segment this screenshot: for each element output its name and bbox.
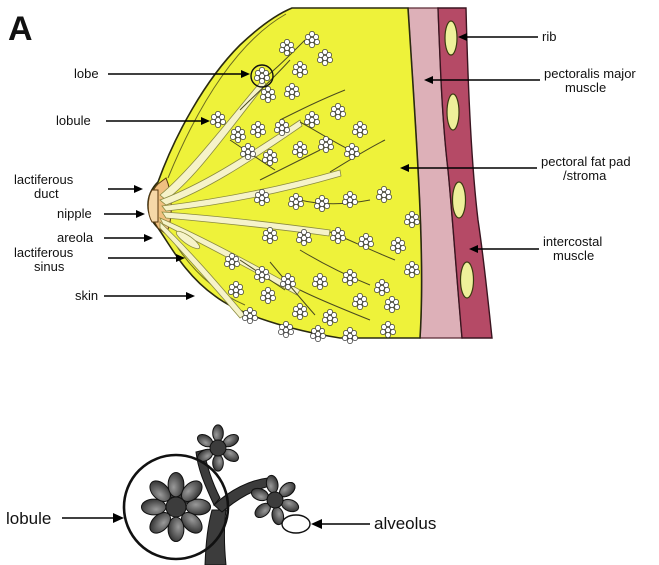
detail-alveolus	[213, 455, 224, 471]
rib-3	[453, 182, 466, 218]
detail-duct-center	[210, 440, 226, 456]
label-fat-pad-1: pectoral fat pad	[541, 154, 631, 169]
detail-alveolus-outline	[282, 515, 310, 533]
rib-4	[461, 262, 474, 298]
detail-alveolus	[265, 474, 279, 493]
label-areola: areola	[57, 230, 94, 245]
label-fat-pad-2: /stroma	[563, 168, 607, 183]
label-rib: rib	[542, 29, 556, 44]
nipple	[148, 190, 158, 222]
detail-duct-center	[166, 497, 186, 517]
label-pectoralis-2: muscle	[565, 80, 606, 95]
label-lactiferous-sinus-1: lactiferous	[14, 245, 74, 260]
rib-2	[447, 94, 459, 130]
panel-letter: A	[8, 10, 33, 48]
detail-alveolus	[213, 425, 224, 441]
detail-label-alveolus: alveolus	[374, 514, 436, 533]
lobule-detail	[124, 425, 310, 565]
detail-label-lobule: lobule	[6, 509, 51, 528]
label-nipple: nipple	[57, 206, 92, 221]
rib-1	[445, 21, 457, 55]
detail-duct-center	[267, 492, 283, 508]
label-pectoralis-1: pectoralis major	[544, 66, 636, 81]
label-intercostal-2: muscle	[553, 248, 594, 263]
label-lobule: lobule	[56, 113, 91, 128]
label-lobe: lobe	[74, 66, 99, 81]
label-skin: skin	[75, 288, 98, 303]
label-intercostal-1: intercostal	[543, 234, 602, 249]
label-lactiferous-duct-1: lactiferous	[14, 172, 74, 187]
label-lactiferous-sinus-2: sinus	[34, 259, 65, 274]
label-lactiferous-duct-2: duct	[34, 186, 59, 201]
